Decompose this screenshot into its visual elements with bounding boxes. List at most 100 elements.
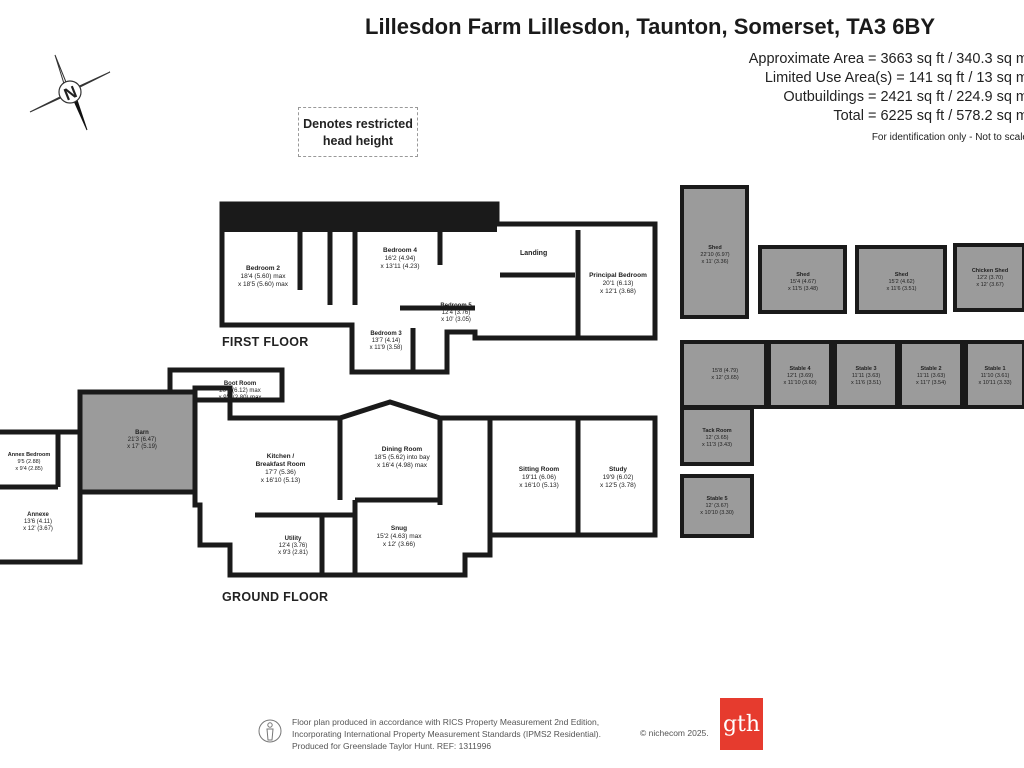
room-name: Stable 1 bbox=[984, 366, 1006, 372]
room-dim: 12'2 (3.70) bbox=[976, 275, 1004, 281]
room-snug: Snug 15'2 (4.63) max x 12' (3.66) bbox=[364, 525, 434, 549]
room-name: Shed bbox=[708, 245, 722, 251]
room-name: Bedroom 2 bbox=[246, 265, 280, 272]
room-dim: 20'1 (6.13) bbox=[602, 280, 634, 287]
outbuilding-shed-3: Shed 15'2 (4.62) x 11'6 (3.51) bbox=[859, 272, 944, 293]
room-name: Shed bbox=[894, 272, 909, 278]
restricted-line-2: head height bbox=[322, 134, 394, 148]
room-dim: 16'2 (4.94) bbox=[384, 255, 416, 262]
room-dim: 11'11 (3.63) bbox=[851, 373, 881, 379]
room-name: Snug bbox=[390, 525, 408, 532]
room-dim: x 9'3 (2.81) bbox=[278, 550, 308, 556]
floor-plan bbox=[0, 185, 1024, 578]
room-dim: x 13'11 (4.23) bbox=[380, 263, 420, 270]
first-floor-label: FIRST FLOOR bbox=[222, 335, 309, 349]
room-dim: x 16'4 (4.98) max bbox=[376, 462, 427, 469]
restricted-line-1: Denotes restricted bbox=[303, 117, 413, 131]
room-dim: x 11'5 (3.48) bbox=[788, 286, 818, 292]
room-dim: x 10'11 (3.33) bbox=[978, 380, 1012, 386]
room-boot-room: Boot Room 20'1 (6.12) max x 9'2 (2.80) m… bbox=[200, 381, 280, 402]
room-name: Bedroom 3 bbox=[370, 331, 402, 337]
room-name: Bedroom 5 bbox=[440, 303, 472, 309]
outbuilding-stable-4: Stable 4 12'1 (3.69) x 11'10 (3.60) bbox=[770, 366, 830, 387]
room-name: Stable 2 bbox=[920, 366, 942, 372]
room-name: Tack Room bbox=[702, 428, 732, 434]
footer-text: Floor plan produced in accordance with R… bbox=[292, 716, 601, 752]
limited-use-area: Limited Use Area(s) = 141 sq ft / 13 sq … bbox=[764, 70, 1024, 86]
compass-icon: N bbox=[29, 54, 111, 131]
room-bedroom-3: Bedroom 3 13'7 (4.14) x 11'9 (3.58) bbox=[358, 331, 414, 352]
room-dim: x 10'10 (3.30) bbox=[700, 510, 734, 516]
room-dim: x 9'4 (2.85) bbox=[15, 466, 43, 472]
room-dim: 9'5 (2.88) bbox=[17, 459, 41, 465]
room-dim: 17'7 (5.36) bbox=[265, 469, 296, 476]
room-name: Study bbox=[608, 466, 628, 473]
room-dim: x 17' (5.19) bbox=[127, 444, 157, 450]
room-name: Stable 5 bbox=[706, 496, 728, 502]
room-dim: x 12' (3.66) bbox=[382, 541, 416, 548]
outbuilding-shed-2: Shed 15'4 (4.67) x 11'5 (3.48) bbox=[762, 272, 844, 293]
room-name: Bedroom 4 bbox=[383, 247, 417, 254]
room-barn: Barn 21'3 (6.47) x 17' (5.19) bbox=[112, 430, 172, 451]
room-dim: x 11'6 (3.51) bbox=[886, 286, 917, 292]
outbuilding-stable-3: Stable 3 11'11 (3.63) x 11'6 (3.51) bbox=[836, 366, 896, 387]
room-kitchen: Kitchen / Breakfast Room 17'7 (5.36) x 1… bbox=[243, 453, 318, 485]
property-title: Lillesdon Farm Lillesdon, Taunton, Somer… bbox=[365, 14, 936, 39]
gth-logo: gth bbox=[720, 698, 763, 750]
room-dim: x 11'10 (3.60) bbox=[783, 380, 817, 386]
room-dim: 12' (3.67) bbox=[705, 503, 729, 509]
room-dim: 18'5 (5.62) into bay bbox=[374, 454, 430, 461]
outbuildings bbox=[680, 185, 1024, 538]
footer-line-1: Floor plan produced in accordance with R… bbox=[292, 717, 600, 727]
room-bedroom-5: Bedroom 5 12'4 (3.76) x 10' (3.05) bbox=[432, 303, 480, 324]
room-name: Chicken Shed bbox=[971, 268, 1009, 274]
room-dim: 18'4 (5.60) max bbox=[240, 273, 286, 280]
room-dim: 15'4 (4.67) bbox=[789, 279, 817, 285]
outbuilding-tack-room: Tack Room 12' (3.65) x 11'3 (3.43) bbox=[684, 428, 750, 449]
room-name-2: Breakfast Room bbox=[255, 461, 306, 468]
outbuilding-stable-5: Stable 5 12' (3.67) x 10'10 (3.30) bbox=[684, 496, 750, 517]
room-dim: x 12'1 (3.68) bbox=[600, 288, 636, 295]
outbuilding-chicken-shed: Chicken Shed 12'2 (3.70) x 12' (3.67) bbox=[957, 268, 1023, 289]
room-dim: x 12' (3.65) bbox=[711, 375, 739, 381]
room-dim: 15'8 (4.79) bbox=[711, 368, 739, 374]
room-dim: 12'4 (3.76) bbox=[441, 310, 471, 316]
footer-line-3: Produced for Greenslade Taylor Hunt. REF… bbox=[292, 741, 492, 751]
room-landing: Landing bbox=[520, 250, 548, 257]
room-bedroom-4: Bedroom 4 16'2 (4.94) x 13'11 (4.23) bbox=[360, 247, 440, 271]
room-name: Annexe bbox=[27, 512, 49, 518]
room-annex-bedroom: Annex Bedroom 9'5 (2.88) x 9'4 (2.85) bbox=[2, 452, 56, 473]
room-name: Stable 4 bbox=[789, 366, 811, 372]
room-name: Barn bbox=[135, 430, 149, 436]
ground-floor-walls bbox=[167, 367, 658, 578]
room-dim: 13'7 (4.14) bbox=[371, 338, 401, 344]
room-name: Shed bbox=[796, 272, 810, 278]
room-name: Principal Bedroom bbox=[589, 272, 647, 279]
person-icon bbox=[258, 719, 282, 743]
footer-line-2: Incorporating International Property Mea… bbox=[292, 729, 601, 739]
room-dim: x 12' (3.67) bbox=[23, 526, 53, 532]
annexe-walls bbox=[0, 429, 83, 565]
room-dim: 13'6 (4.11) bbox=[23, 519, 53, 525]
room-dim: 12'4 (3.76) bbox=[278, 543, 308, 549]
room-dim: x 11' (3.36) bbox=[701, 259, 729, 265]
copyright: © nichecom 2025. bbox=[640, 728, 709, 738]
room-dim: 11'11 (3.63) bbox=[916, 373, 946, 379]
room-name: Stable 3 bbox=[855, 366, 877, 372]
room-dim: x 11'7 (3.54) bbox=[916, 380, 946, 386]
room-name: Dining Room bbox=[381, 446, 423, 453]
outbuilding-stable-1: Stable 1 11'10 (3.61) x 10'11 (3.33) bbox=[967, 366, 1023, 387]
room-dim: 15'2 (4.62) bbox=[888, 279, 915, 285]
room-dim: 12'1 (3.69) bbox=[786, 373, 814, 379]
room-dim: 12' (3.65) bbox=[705, 435, 729, 441]
room-dim: x 16'10 (5.13) bbox=[260, 477, 301, 484]
room-dim: 22'10 (6.97) bbox=[700, 252, 730, 258]
approx-area: Approximate Area = 3663 sq ft / 340.3 sq… bbox=[748, 51, 1024, 67]
room-dim: 15'2 (4.63) max bbox=[376, 533, 422, 540]
room-utility: Utility 12'4 (3.76) x 9'3 (2.81) bbox=[268, 536, 318, 557]
room-dim: x 11'9 (3.58) bbox=[369, 345, 403, 351]
room-dim: x 11'3 (3.43) bbox=[702, 442, 732, 448]
room-dim: x 12'5 (3.78) bbox=[600, 482, 636, 489]
outbuilding-shed-large: Shed 22'10 (6.97) x 11' (3.36) bbox=[684, 245, 746, 266]
room-annexe: Annexe 13'6 (4.11) x 12' (3.67) bbox=[8, 512, 68, 533]
